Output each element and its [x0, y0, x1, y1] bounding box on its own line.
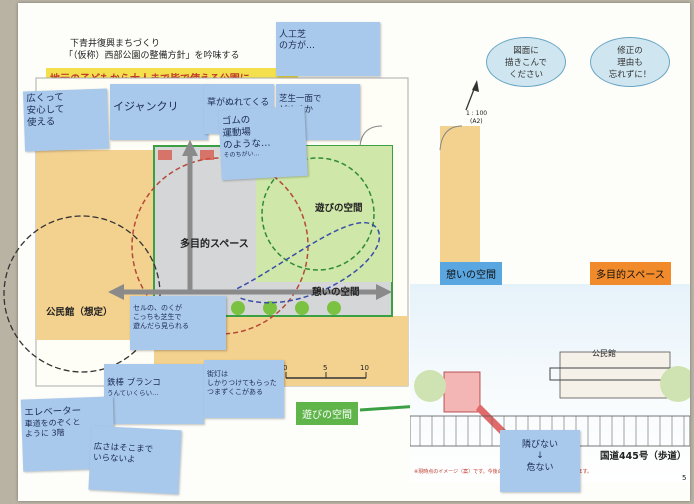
reminder-bubble: 修正の 理由も 忘れずに！	[590, 37, 670, 87]
community-hall-label: 公民館（想定）	[46, 307, 113, 318]
header-line-1: 下青井復興まちづくり	[70, 39, 161, 49]
tree	[263, 301, 277, 315]
scale-tick-label: 0	[283, 364, 288, 372]
bubble-line: ください	[508, 70, 543, 80]
building-sketch	[559, 351, 671, 399]
sticky-line: イジャンクリ	[113, 100, 179, 113]
sticky-line: 街灯は	[207, 370, 228, 378]
road-label: 国道445号（歩道）	[600, 451, 687, 462]
sticky-line: 草がぬれてくる	[207, 98, 270, 108]
sticky-note: セルの、のくが こっちも芝生で 遊んだら見られる	[130, 296, 226, 350]
multipurpose-label: 多目的スペース	[180, 239, 249, 250]
scale-ratio: 1 : 100	[466, 110, 488, 117]
perspective-sketch	[410, 351, 690, 447]
paper-size-code: (A2)	[470, 118, 483, 125]
sticky-line: 危ない	[526, 462, 554, 473]
bubble-line: 図面に	[513, 46, 539, 56]
arrow-head-up	[182, 140, 198, 156]
drawn-loop-blue	[229, 222, 381, 304]
sticky-line: 鉄棒 ブランコ	[107, 378, 161, 388]
bubble-line: 忘れずに！	[608, 70, 652, 80]
sticky-line: の方が…	[279, 41, 316, 52]
tree	[231, 301, 245, 315]
play-space-label: 遊びの空間	[315, 203, 363, 214]
sticky-line: 遊んだら見られる	[133, 321, 189, 330]
sticky-line: 芝生一面で	[279, 94, 322, 104]
sticky-note: 広くって 安心して 使える	[22, 88, 110, 152]
play-structure-sketch	[443, 371, 481, 413]
hall-sign-label: 公民館	[592, 349, 616, 358]
sticky-note: ゴムの 運動場 のような… そのちがい…	[218, 105, 308, 181]
header-line-2: 「（仮称）西部公園の整備方針」を吟味する	[64, 51, 240, 61]
slide-sketch	[476, 404, 506, 434]
sticky-line: ↓	[536, 451, 544, 462]
beige-area-right	[440, 126, 480, 276]
play-equipment-mark	[200, 150, 214, 160]
play-equipment-mark	[158, 150, 172, 160]
sticky-line: 使える	[26, 116, 56, 129]
sticky-note: 鉄棒 ブランコ うんていくらい…	[104, 364, 204, 424]
drawn-circle-green	[261, 157, 375, 271]
arrow-head-right	[376, 284, 392, 300]
sticky-line: セルの、のくが	[133, 304, 182, 312]
curb-right	[439, 125, 463, 151]
curb-top	[359, 125, 383, 147]
sticky-line: 人工芝	[279, 30, 307, 40]
rest-callout: 憩いの空間	[440, 262, 502, 285]
fence-bars	[419, 416, 685, 446]
north-arrow-head-icon	[472, 80, 479, 92]
scale-tick-label: 10	[360, 364, 369, 372]
multipurpose-callout: 多目的スペース	[590, 262, 671, 285]
scale-tick-label: 5	[323, 364, 328, 372]
arrow-head-left	[108, 284, 124, 300]
sticky-note: 人工芝 の方が…	[276, 22, 380, 76]
tree	[327, 301, 341, 315]
page-number: 5	[682, 474, 687, 482]
sticky-line: 隣びない	[521, 440, 558, 450]
sticky-line: こっちも芝生で	[133, 312, 182, 321]
sticky-line: うんていくらい…	[107, 388, 159, 397]
bubble-line: 理由も	[617, 58, 643, 68]
bubble-line: 修正の	[617, 46, 643, 56]
play-callout: 遊びの空間	[296, 402, 358, 425]
rest-space-label: 憩いの空間	[312, 287, 360, 298]
sticky-note: 街灯は しかりつけてもらった つまずくこがある	[204, 360, 284, 418]
sticky-line: しかりつけてもらった	[207, 378, 277, 387]
instruction-bubble: 図面に 描きこんで ください	[486, 37, 566, 87]
tree-sketch	[414, 370, 446, 402]
tree-sketch	[660, 366, 690, 402]
sticky-note: イジャンクリ	[110, 84, 208, 140]
bubble-line: 描きこんで	[504, 58, 548, 68]
sticky-line: つまずくこがある	[207, 387, 263, 396]
sticky-note: 広さはそこまで いらないよ	[88, 425, 182, 495]
tree	[295, 301, 309, 315]
sticky-note: 隣びない ↓ 危ない	[500, 430, 580, 492]
